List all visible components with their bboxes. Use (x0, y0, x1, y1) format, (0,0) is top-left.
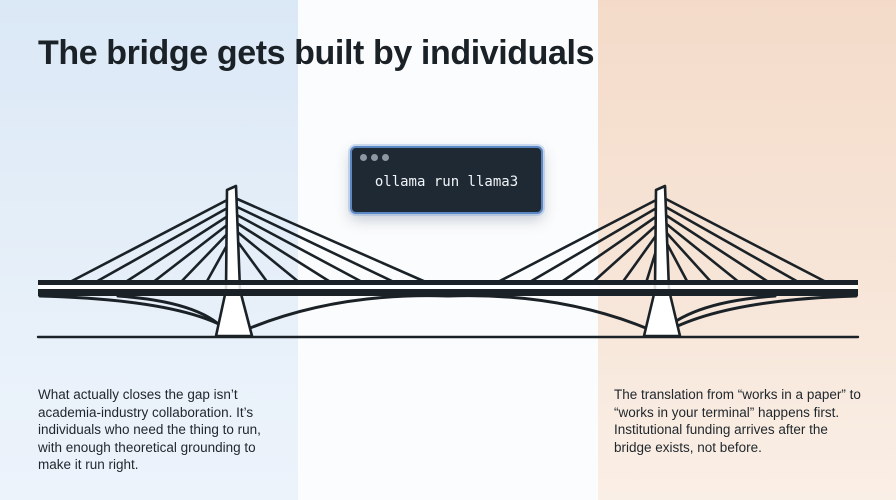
terminal-command: ollama run llama3 (374, 174, 519, 190)
window-dot-icon (382, 154, 389, 161)
window-dot-icon (371, 154, 378, 161)
right-caption: The translation from “works in a paper” … (614, 387, 861, 455)
terminal-window: ollama run llama3 (350, 146, 543, 214)
bridge-arches (38, 294, 858, 336)
left-caption: What actually closes the gap isn’t acade… (38, 387, 261, 472)
window-dot-icon (360, 154, 367, 161)
center-background-panel (298, 0, 598, 500)
bridge-deck (38, 280, 858, 296)
right-background-panel (598, 0, 896, 500)
window-controls (360, 154, 389, 161)
left-tower-cables (66, 196, 430, 285)
right-tower-cables (494, 196, 830, 285)
left-tower (214, 184, 254, 338)
left-background-panel (0, 0, 298, 500)
page-title: The bridge gets built by individuals (38, 34, 595, 72)
right-tower (642, 184, 682, 338)
